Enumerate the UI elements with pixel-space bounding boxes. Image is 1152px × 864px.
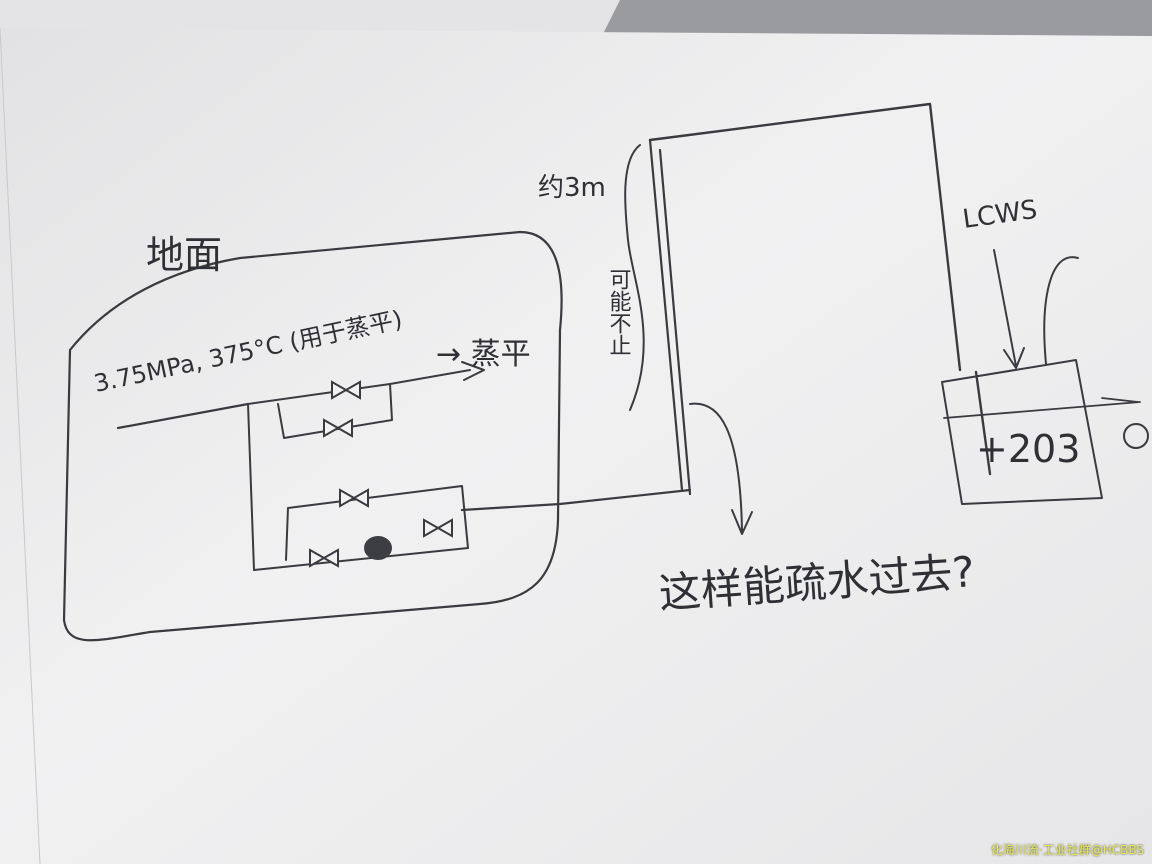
outlet-line (389, 369, 471, 385)
main-pipe (116, 402, 250, 430)
tank-inlet (974, 370, 992, 476)
gate-valve-lower-1 (309, 548, 339, 568)
tank-side-pipe (1101, 397, 1139, 403)
lower-loop (253, 485, 469, 571)
drain-arrow-head (731, 509, 753, 535)
elevation-label: +203 (976, 427, 1080, 471)
drop-line (247, 403, 255, 571)
outlet-arrow (461, 361, 485, 381)
gate-valve-upper-2 (323, 418, 353, 438)
steam-trap (364, 536, 392, 560)
height-brace (624, 144, 645, 411)
ground-boundary (62, 230, 563, 642)
wall-outline (648, 102, 962, 372)
lcws-arrow (993, 249, 1025, 369)
paper-sheet (0, 28, 1152, 864)
maybe-more-label: 可能不止 (606, 268, 632, 356)
distance-label: 约3m (538, 173, 606, 203)
gate-valve-lower-2 (423, 518, 453, 538)
gate-valve-lower-bypass (339, 488, 369, 508)
drain-line (460, 488, 692, 512)
tank-body (941, 359, 1103, 505)
watermark: 化海川流·工业社群@HCBBS (990, 843, 1144, 857)
tank-gauge (1123, 423, 1149, 449)
outlet-label: → 蒸平 (436, 337, 531, 372)
gate-valve-upper-1 (331, 380, 361, 400)
hook-pipe (1043, 256, 1079, 365)
paper-left-edge (0, 27, 41, 864)
tank-level (943, 401, 1141, 419)
wall-inner (648, 138, 692, 496)
ground-label: 地面 (146, 233, 222, 277)
drain-arrow-line (689, 402, 743, 531)
